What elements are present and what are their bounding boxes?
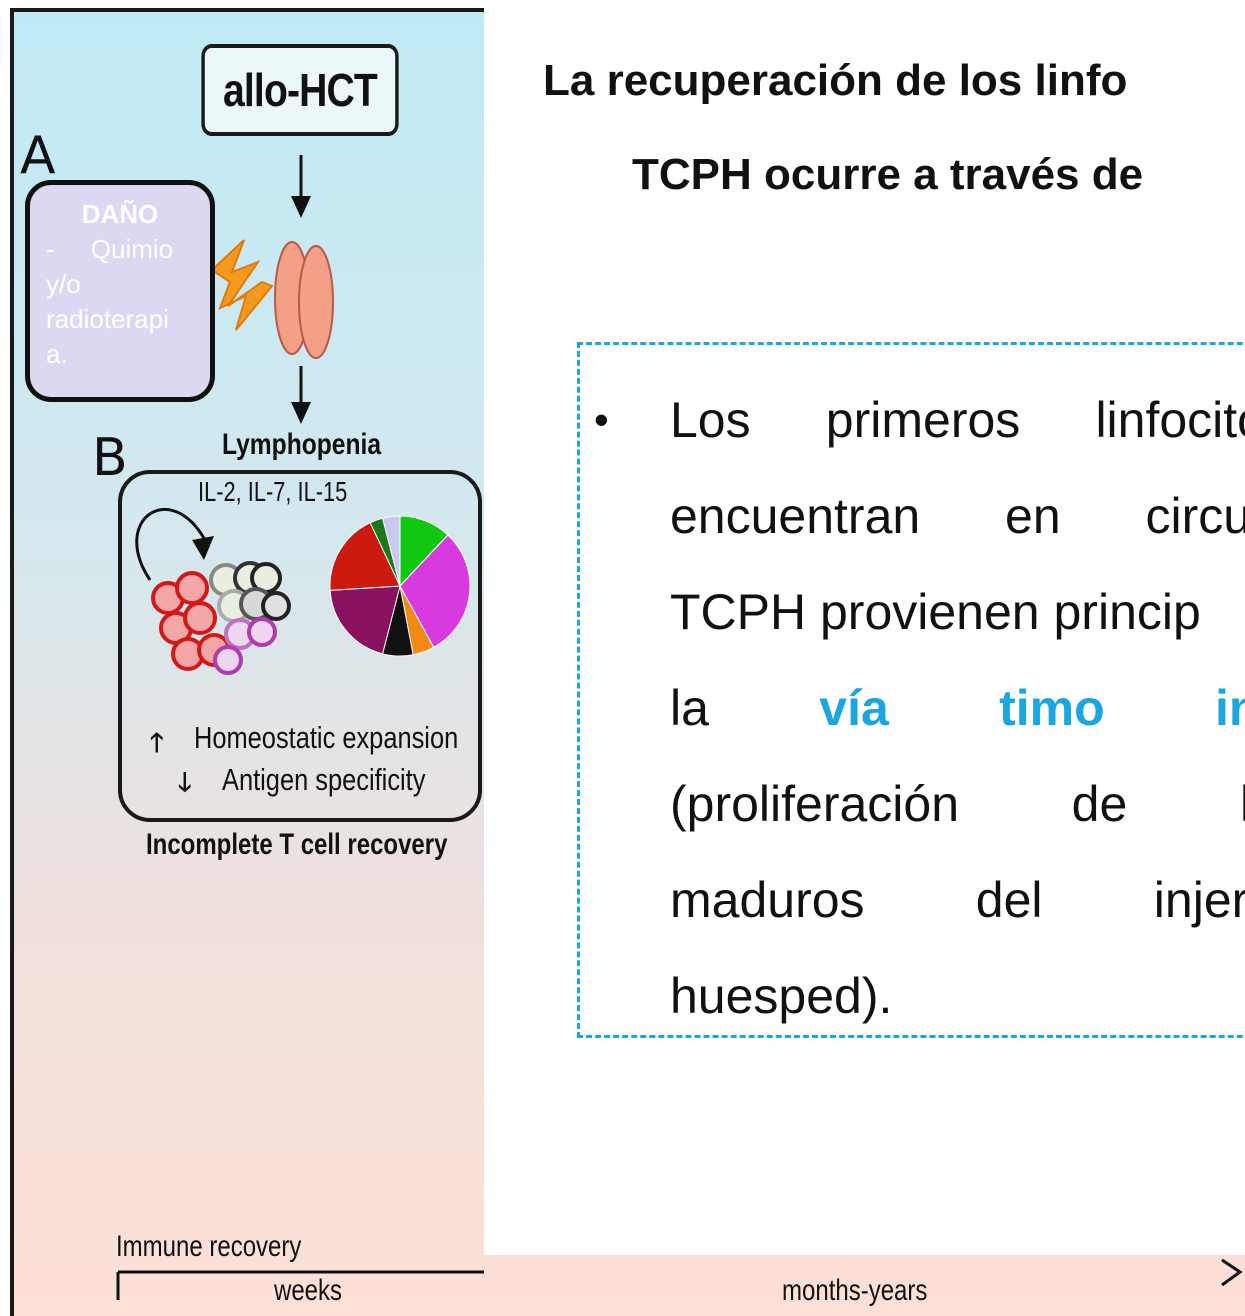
allo-hct-box: allo-HCT <box>201 44 399 136</box>
damage-line-3: radioterapi <box>46 304 169 334</box>
expansion-loop-arrow <box>135 507 207 581</box>
panel-label-b: B <box>92 428 128 488</box>
slide-text-area <box>484 0 1245 1255</box>
thymus-right-lobe-icon <box>298 245 334 359</box>
body-line-6: maduros del injerto <box>670 852 1245 948</box>
body-word: injerto <box>1153 872 1245 928</box>
cell-cluster-icon <box>151 561 291 675</box>
slide-title-line-1: La recuperación de los linfo <box>543 56 1128 105</box>
body-word: TCPH provienen princip <box>670 584 1201 640</box>
body-word: de <box>1071 776 1128 832</box>
body-line-3: TCPH provienen princip <box>670 564 1245 660</box>
highlight-word: ind <box>1215 680 1245 736</box>
body-word: linfocitos <box>1095 392 1245 448</box>
figure-graphics <box>116 155 484 1300</box>
bullet-marker: • <box>594 396 609 443</box>
arrow-head-mid <box>291 402 311 424</box>
body-word: circula <box>1145 488 1245 544</box>
slide-title-line-2: TCPH ocurre a través de <box>632 150 1144 199</box>
body-line-2: encuentran en circula <box>670 468 1245 564</box>
body-word: lin <box>1240 756 1245 852</box>
body-word: primeros <box>825 392 1021 448</box>
body-word: en <box>1005 488 1061 544</box>
arrow-head-top <box>291 196 311 218</box>
down-arrow-icon: 🡓 <box>178 767 192 797</box>
timeline-arrowhead-icon <box>1221 1258 1243 1287</box>
allo-hct-label: allo-HCT <box>223 64 378 116</box>
body-word: huesped). <box>670 968 893 1024</box>
body-word: la <box>670 680 709 736</box>
body-word: Los <box>670 392 751 448</box>
homeostatic-expansion-label: Homeostatic expansion <box>194 720 459 755</box>
body-line-5: (proliferación de lin <box>670 756 1245 852</box>
lymphopenia-label: Lymphopenia <box>222 428 382 461</box>
damage-line-4: a. <box>46 339 68 369</box>
highlight-word: timo <box>999 680 1105 736</box>
body-word: maduros <box>670 872 865 928</box>
body-line-4: la vía timo ind <box>670 660 1245 756</box>
body-word: del <box>975 872 1043 928</box>
highlight-word: vía <box>819 680 889 736</box>
body-line-7: huesped). <box>670 948 1245 1044</box>
months-years-label: months-years <box>782 1274 928 1307</box>
damage-lightning-icon <box>210 239 274 331</box>
immune-recovery-label: Immune recovery <box>116 1230 302 1263</box>
panel-label-a: A <box>20 126 56 186</box>
bullet-body-text: Los primeros linfocitos encuentran en ci… <box>670 372 1245 1044</box>
expansion-loop-arrowhead <box>192 536 214 560</box>
incomplete-recovery-label: Incomplete T cell recovery <box>146 828 448 861</box>
up-arrow-icon: 🡑 <box>150 727 164 757</box>
damage-box: DAÑO - Quimio y/o radioterapi a. <box>25 180 215 402</box>
panel-b-box <box>118 470 482 822</box>
cytokines-label: IL-2, IL-7, IL-15 <box>198 476 348 507</box>
body-word: encuentran <box>670 488 921 544</box>
weeks-label: weeks <box>274 1274 343 1307</box>
damage-line-2: y/o <box>46 269 81 299</box>
antigen-specificity-label: Antigen specificity <box>222 762 426 797</box>
body-line-1: Los primeros linfocitos <box>670 372 1245 468</box>
body-word: (proliferación <box>670 776 960 832</box>
damage-title: DAÑO <box>81 199 159 229</box>
damage-line-1: - Quimio <box>46 234 174 264</box>
dashed-text-box <box>577 342 1245 1038</box>
